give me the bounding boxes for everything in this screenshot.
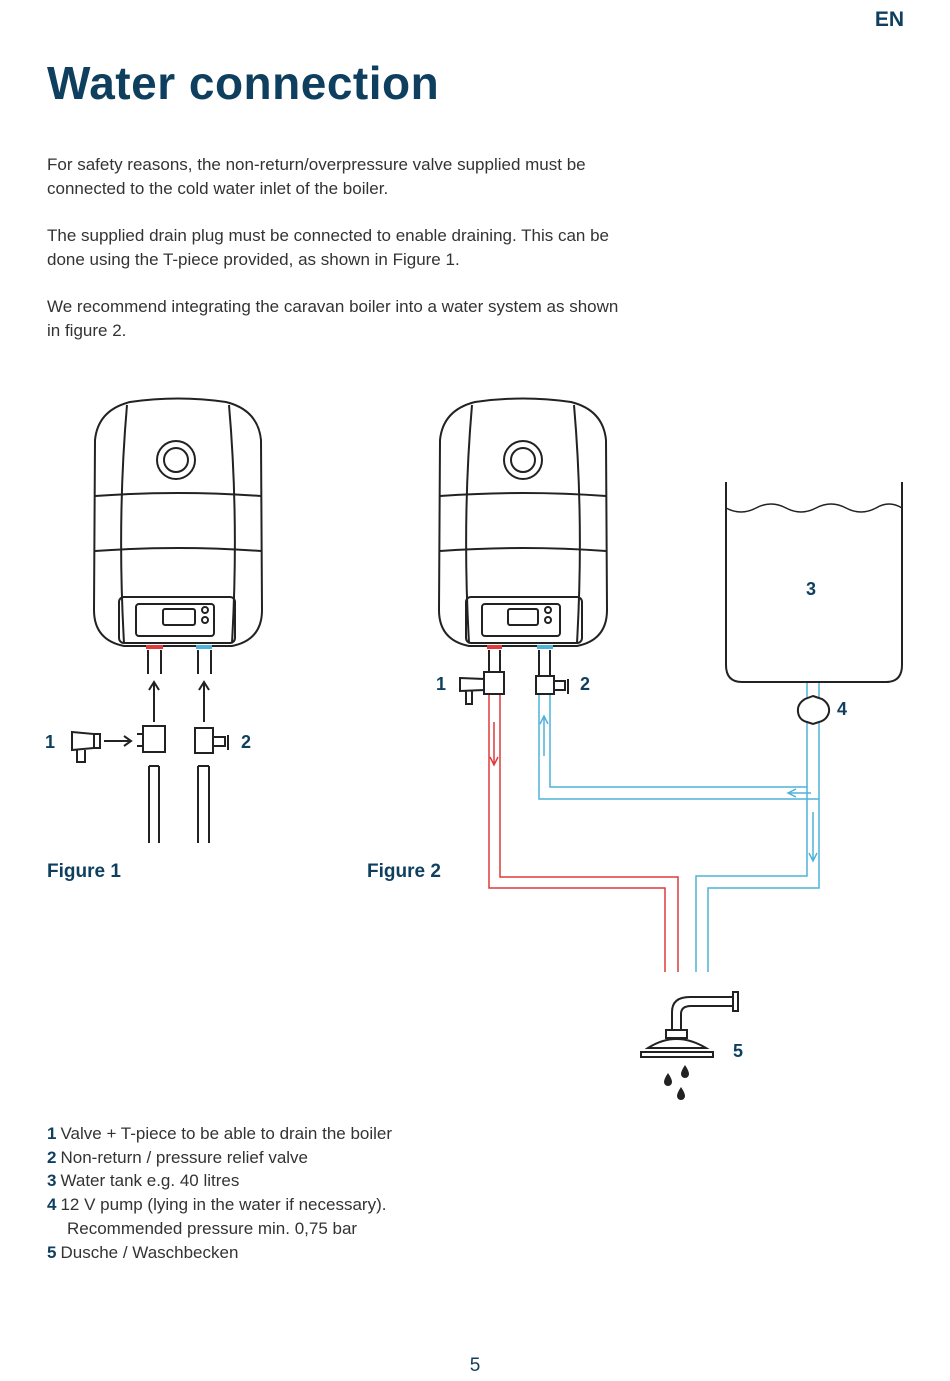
fig2-callout-3: 3 xyxy=(806,579,817,599)
page-number: 5 xyxy=(469,1355,481,1376)
legend-text: 12 V pump (lying in the water if necessa… xyxy=(60,1195,387,1215)
fig1-callout-1: 1 xyxy=(45,732,56,752)
shower-head xyxy=(640,991,739,1058)
legend-subtext: Recommended pressure min. 0,75 bar xyxy=(67,1218,358,1238)
fig2-callout-2: 2 xyxy=(580,674,591,694)
legend-number: 3 xyxy=(47,1171,57,1191)
water-drops xyxy=(664,1065,689,1100)
paragraph-safety: For safety reasons, the non-return/overp… xyxy=(47,155,586,198)
figure1-connectors xyxy=(71,645,229,843)
figure2-caption: Figure 2 xyxy=(367,861,441,882)
fig1-callout-2: 2 xyxy=(241,732,252,752)
hot-water-line xyxy=(488,695,679,972)
legend-text: Water tank e.g. 40 litres xyxy=(60,1171,240,1191)
legend-number: 2 xyxy=(47,1147,57,1167)
legend-number: 5 xyxy=(47,1242,57,1262)
legend-text: Valve + T-piece to be able to drain the … xyxy=(60,1124,393,1143)
cold-water-line xyxy=(538,682,820,972)
language-label: EN xyxy=(874,8,904,31)
figure2-fittings xyxy=(459,645,569,705)
page-title: Water connection xyxy=(47,57,440,109)
pump xyxy=(796,694,831,726)
legend-text: Dusche / Waschbecken xyxy=(60,1242,239,1262)
legend-text: Non-return / pressure relief valve xyxy=(60,1147,309,1167)
figure1-caption: Figure 1 xyxy=(47,861,121,882)
water-tank xyxy=(725,482,903,683)
figure2-boiler xyxy=(437,397,609,647)
fig2-callout-1: 1 xyxy=(436,674,447,694)
fig2-callout-4: 4 xyxy=(837,699,848,719)
figure1-boiler xyxy=(92,397,264,647)
legend-number: 4 xyxy=(47,1195,57,1215)
paragraph-recommend: We recommend integrating the caravan boi… xyxy=(47,297,619,340)
fig2-callout-5: 5 xyxy=(733,1041,744,1061)
legend-number: 1 xyxy=(47,1124,57,1143)
paragraph-drain: The supplied drain plug must be connecte… xyxy=(47,226,610,269)
